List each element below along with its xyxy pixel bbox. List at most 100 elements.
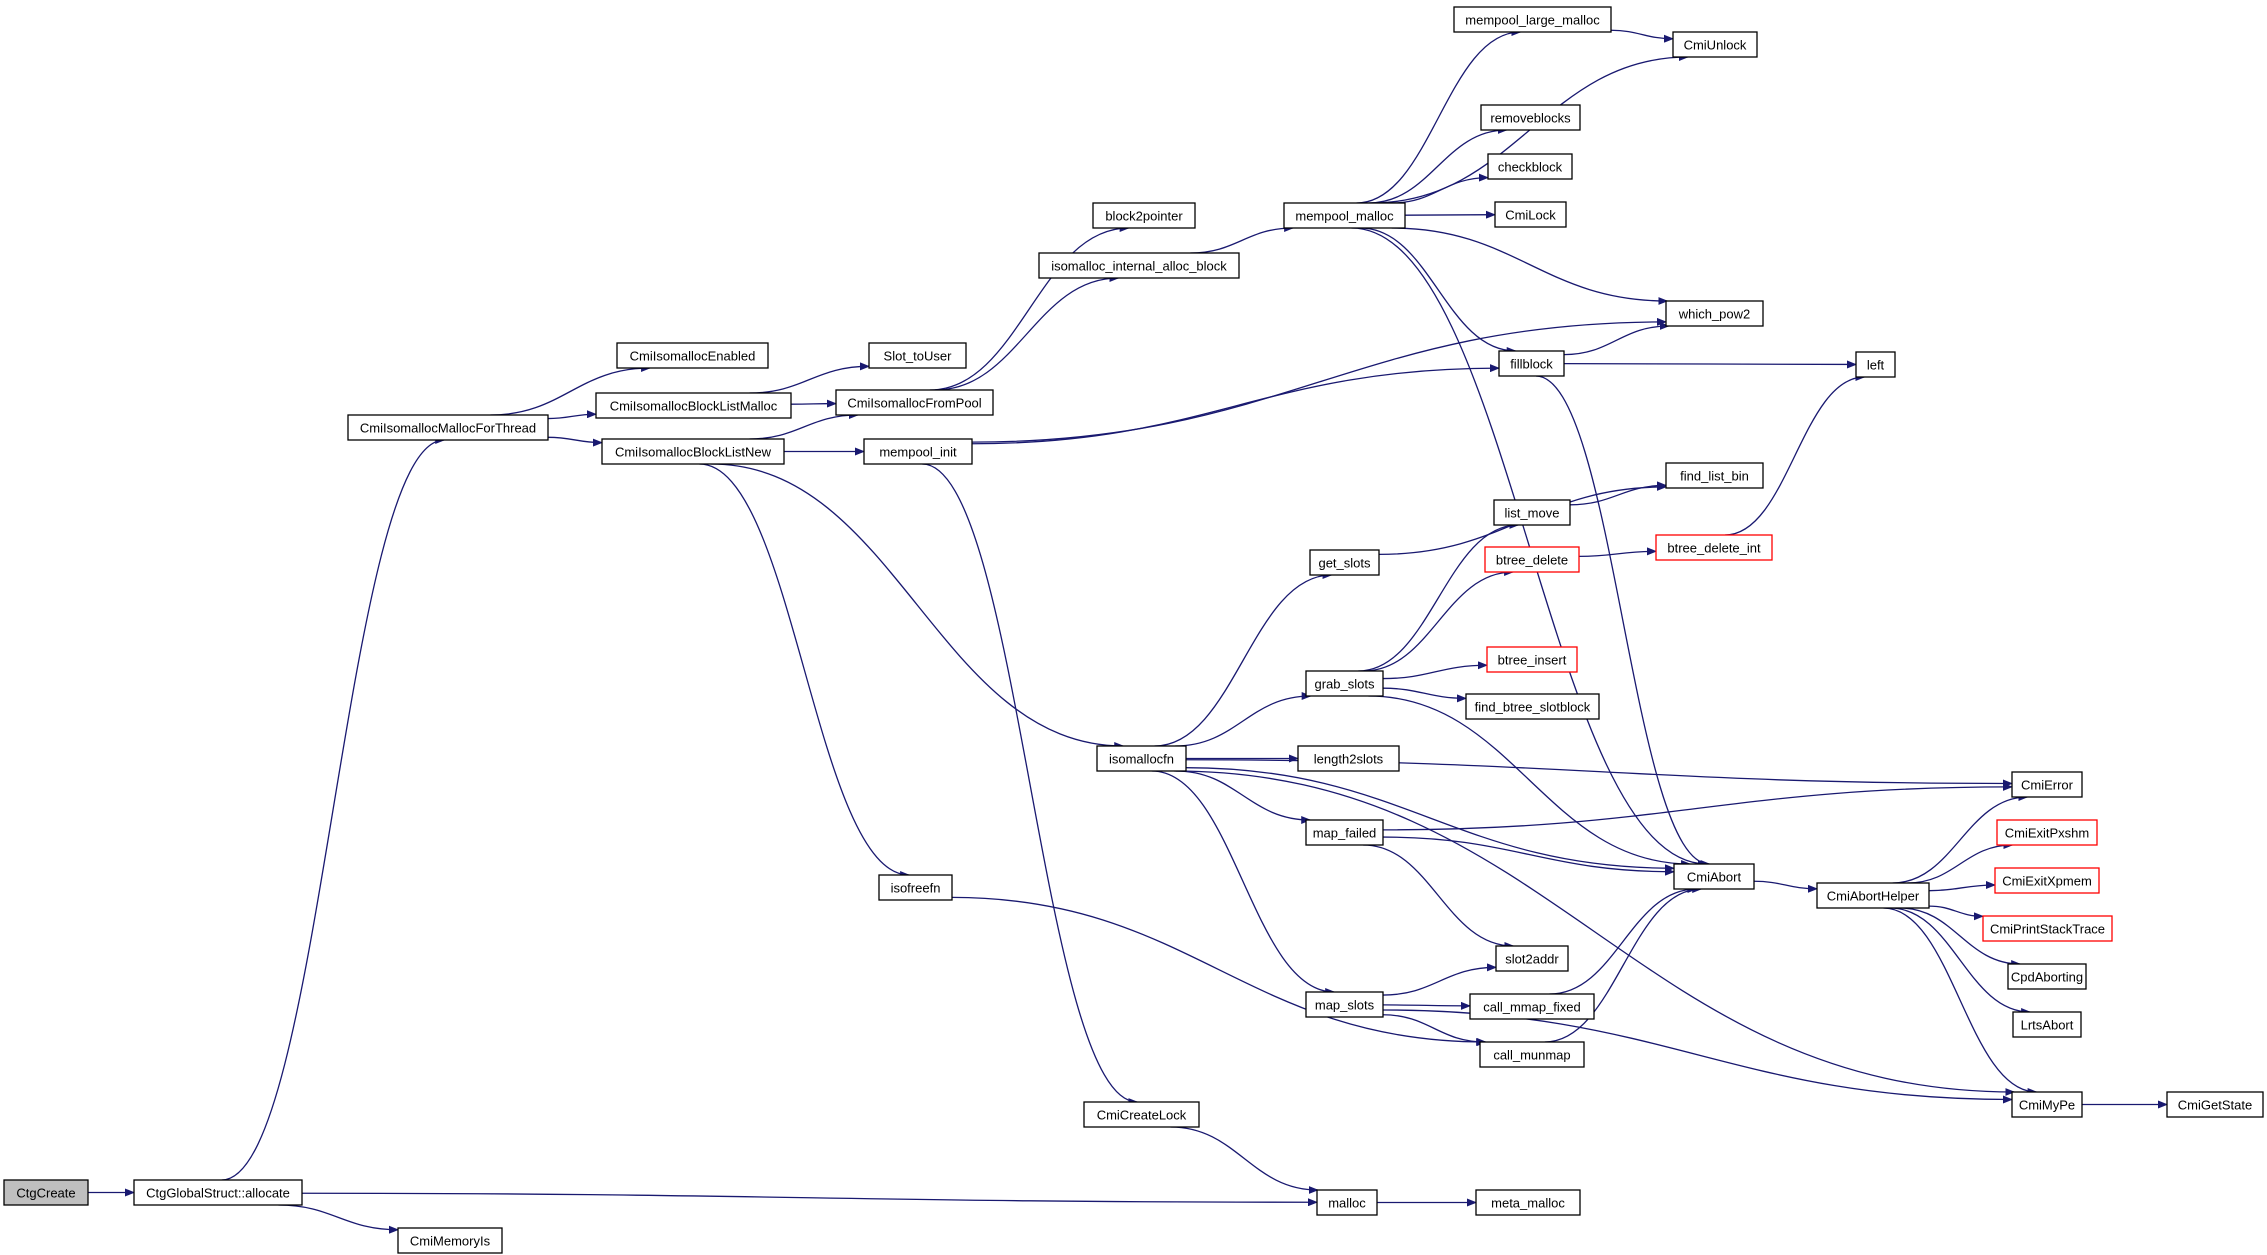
node-isomallocfn[interactable]: isomallocfn — [1096, 745, 1187, 772]
node-cmiaborthelper[interactable]: CmiAbortHelper — [1816, 882, 1930, 909]
node-box — [601, 438, 785, 465]
node-box — [1480, 104, 1581, 131]
edge-cmiabort-to-cmiaborthelper — [1753, 880, 1818, 893]
node-lrtsabort[interactable]: LrtsAbort — [2012, 1011, 2082, 1038]
node-label: CpdAborting — [2011, 970, 2083, 985]
edge-allocate-to-mallocforthread — [221, 436, 446, 1181]
node-box — [835, 389, 994, 416]
node-cmiisomallocblocklistnew[interactable]: CmiIsomallocBlockListNew — [601, 438, 785, 465]
node-box — [1665, 300, 1764, 327]
node-cmilock[interactable]: CmiLock — [1494, 201, 1567, 228]
edge-frompool-to-internal-alloc-block — [934, 274, 1120, 391]
node-list-move[interactable]: list_move — [1493, 499, 1571, 526]
node-slot-touser[interactable]: Slot_toUser — [868, 342, 967, 369]
node-label: CmiExitXpmem — [2002, 874, 2092, 889]
node-isofreefn[interactable]: isofreefn — [878, 874, 953, 901]
node-cmiisomallocfrompool[interactable]: CmiIsomallocFromPool — [835, 389, 994, 416]
node-box — [1465, 693, 1600, 720]
edge-map-failed-to-cmiabort — [1382, 836, 1675, 876]
node-cmiexitpxshm[interactable]: CmiExitPxshm — [1996, 819, 2098, 846]
node-label: btree_insert — [1498, 653, 1567, 668]
node-cpdaborting[interactable]: CpdAborting — [2007, 963, 2087, 990]
node-label: left — [1867, 358, 1885, 373]
node-label: map_failed — [1313, 826, 1377, 841]
node-btree-delete-int[interactable]: btree_delete_int — [1655, 534, 1773, 561]
node-label: CmiAbortHelper — [1827, 889, 1920, 904]
node-get-slots[interactable]: get_slots — [1309, 549, 1380, 576]
node-cmimemoryis[interactable]: CmiMemoryIs — [397, 1227, 503, 1254]
node-ctgglobalstruct-allocate[interactable]: CtgGlobalStruct::allocate — [133, 1179, 303, 1206]
edge-blocklistnew-to-frompool — [749, 411, 859, 440]
node-box — [347, 414, 549, 441]
node-grab-slots[interactable]: grab_slots — [1305, 670, 1384, 697]
node-cmicreatelock[interactable]: CmiCreateLock — [1083, 1101, 1200, 1128]
nodes-layer: CtgCreate CtgGlobalStruct::allocateCmiMem… — [3, 6, 2264, 1254]
node-ctgcreate[interactable]: CtgCreate — [3, 1179, 89, 1206]
node-cmierror[interactable]: CmiError — [2011, 771, 2083, 798]
node-cmiprintstacktrace[interactable]: CmiPrintStackTrace — [1982, 915, 2113, 942]
node-label: call_mmap_fixed — [1483, 1000, 1581, 1015]
node-box — [1665, 462, 1764, 489]
node-malloc[interactable]: malloc — [1316, 1189, 1378, 1216]
node-cmiisomallocenabled[interactable]: CmiIsomallocEnabled — [616, 342, 769, 369]
edge-grab-slots-to-btree-insert — [1382, 661, 1488, 680]
node-label: mempool_malloc — [1295, 209, 1394, 224]
edge-map-failed-to-slot2addr — [1363, 844, 1515, 950]
node-mempool-init[interactable]: mempool_init — [863, 438, 973, 465]
node-label: slot2addr — [1505, 952, 1559, 967]
node-mempool-large-malloc[interactable]: mempool_large_malloc — [1453, 6, 1612, 33]
edge-cmiaborthelper-to-cpdaborting — [1899, 907, 2022, 968]
node-block2pointer[interactable]: block2pointer — [1092, 202, 1196, 229]
node-cmiunlock[interactable]: CmiUnlock — [1672, 31, 1758, 58]
edge-isomallocfn-to-cmiabort — [1185, 767, 1675, 873]
node-map-slots[interactable]: map_slots — [1305, 991, 1384, 1018]
edge-map-slots-to-call-mmap-fixed — [1382, 1001, 1471, 1010]
node-label: CmiIsomallocEnabled — [630, 349, 756, 364]
node-fillblock[interactable]: fillblock — [1498, 350, 1565, 377]
node-isomalloc-internal-alloc-block[interactable]: isomalloc_internal_alloc_block — [1038, 252, 1240, 279]
node-box — [1038, 252, 1240, 279]
node-call-mmap-fixed[interactable]: call_mmap_fixed — [1469, 993, 1595, 1020]
node-removeblocks[interactable]: removeblocks — [1480, 104, 1581, 131]
node-cmiisomallocblocklistmalloc[interactable]: CmiIsomallocBlockListMalloc — [595, 392, 792, 419]
node-label: grab_slots — [1315, 677, 1375, 692]
edge-fillblock-to-which-pow2 — [1563, 322, 1670, 356]
edge-frompool-to-block2pointer — [929, 224, 1130, 391]
edge-blocklistmalloc-to-slot-touser — [749, 362, 870, 394]
node-cmiisomallocmallocforthread[interactable]: CmiIsomallocMallocForThread — [347, 414, 549, 441]
node-cmimype[interactable]: CmiMyPe — [2011, 1091, 2083, 1118]
edge-cmiaborthelper-to-cmimype — [1883, 907, 2038, 1096]
node-meta-malloc[interactable]: meta_malloc — [1475, 1189, 1581, 1216]
node-length2slots[interactable]: length2slots — [1297, 745, 1400, 772]
node-call-munmap[interactable]: call_munmap — [1479, 1041, 1585, 1068]
node-cmigetstate[interactable]: CmiGetState — [2166, 1091, 2264, 1118]
node-map-failed[interactable]: map_failed — [1305, 819, 1384, 846]
edge-cmiaborthelper-to-cmiexitxpmem — [1928, 880, 1996, 892]
node-box — [1316, 1189, 1378, 1216]
node-label: removeblocks — [1490, 111, 1571, 126]
node-checkblock[interactable]: checkblock — [1487, 153, 1573, 180]
node-label: isofreefn — [891, 881, 941, 896]
node-btree-insert[interactable]: btree_insert — [1486, 646, 1578, 673]
node-left[interactable]: left — [1855, 351, 1896, 378]
node-box — [1816, 882, 1930, 909]
node-find-btree-slotblock[interactable]: find_btree_slotblock — [1465, 693, 1600, 720]
edge-mempool-init-to-cmicreatelock — [922, 463, 1139, 1106]
node-box — [1494, 201, 1567, 228]
node-label: CmiExitPxshm — [2005, 826, 2090, 841]
node-find-list-bin[interactable]: find_list_bin — [1665, 462, 1764, 489]
node-slot2addr[interactable]: slot2addr — [1495, 945, 1569, 972]
node-box — [1487, 153, 1573, 180]
node-box — [1453, 6, 1612, 33]
node-label: mempool_large_malloc — [1465, 13, 1600, 28]
node-mempool-malloc[interactable]: mempool_malloc — [1283, 202, 1406, 229]
edge-internal-alloc-block-to-mempool-malloc — [1190, 224, 1295, 254]
node-box — [1996, 819, 2098, 846]
node-which-pow2[interactable]: which_pow2 — [1665, 300, 1764, 327]
node-box — [133, 1179, 303, 1206]
node-box — [1672, 31, 1758, 58]
node-cmiabort[interactable]: CmiAbort — [1673, 863, 1755, 890]
node-btree-delete[interactable]: btree_delete — [1484, 546, 1580, 573]
node-box — [1297, 745, 1400, 772]
node-cmiexitxpmem[interactable]: CmiExitXpmem — [1994, 867, 2100, 894]
